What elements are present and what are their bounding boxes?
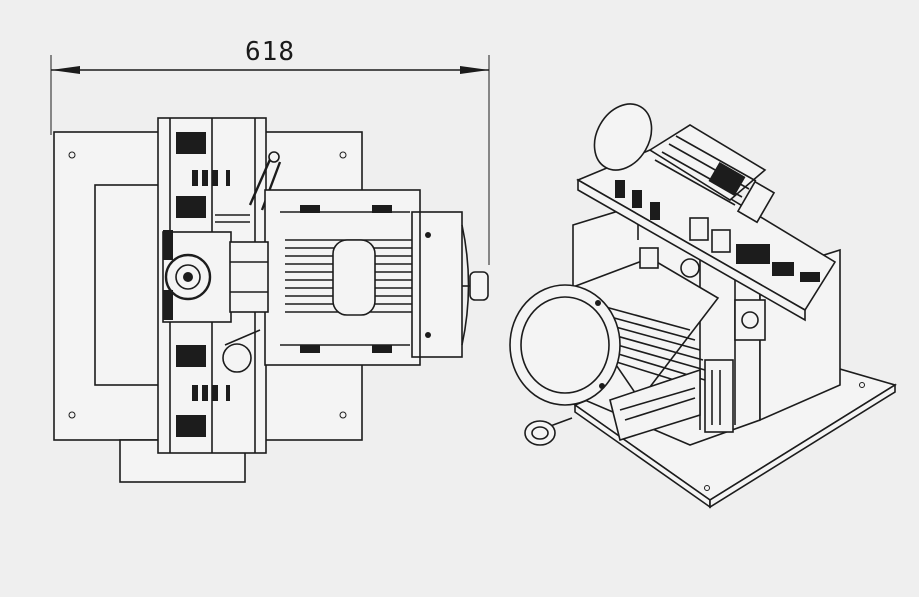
pin-cluster-upper — [192, 170, 230, 186]
adjust-knob — [469, 271, 489, 301]
iso-top-motor — [593, 103, 776, 224]
top-view — [53, 117, 489, 483]
dimension-label: 618 — [245, 37, 295, 67]
pin-cluster-lower — [192, 385, 230, 401]
iso-panel-components — [615, 180, 820, 282]
iso-motor-end-cap — [509, 284, 621, 406]
iso-main-motor — [509, 247, 720, 406]
gearbox — [162, 231, 232, 323]
isometric-view — [509, 103, 897, 509]
iso-adjust-knob — [524, 417, 573, 446]
dimension-618: 618 — [50, 37, 490, 265]
